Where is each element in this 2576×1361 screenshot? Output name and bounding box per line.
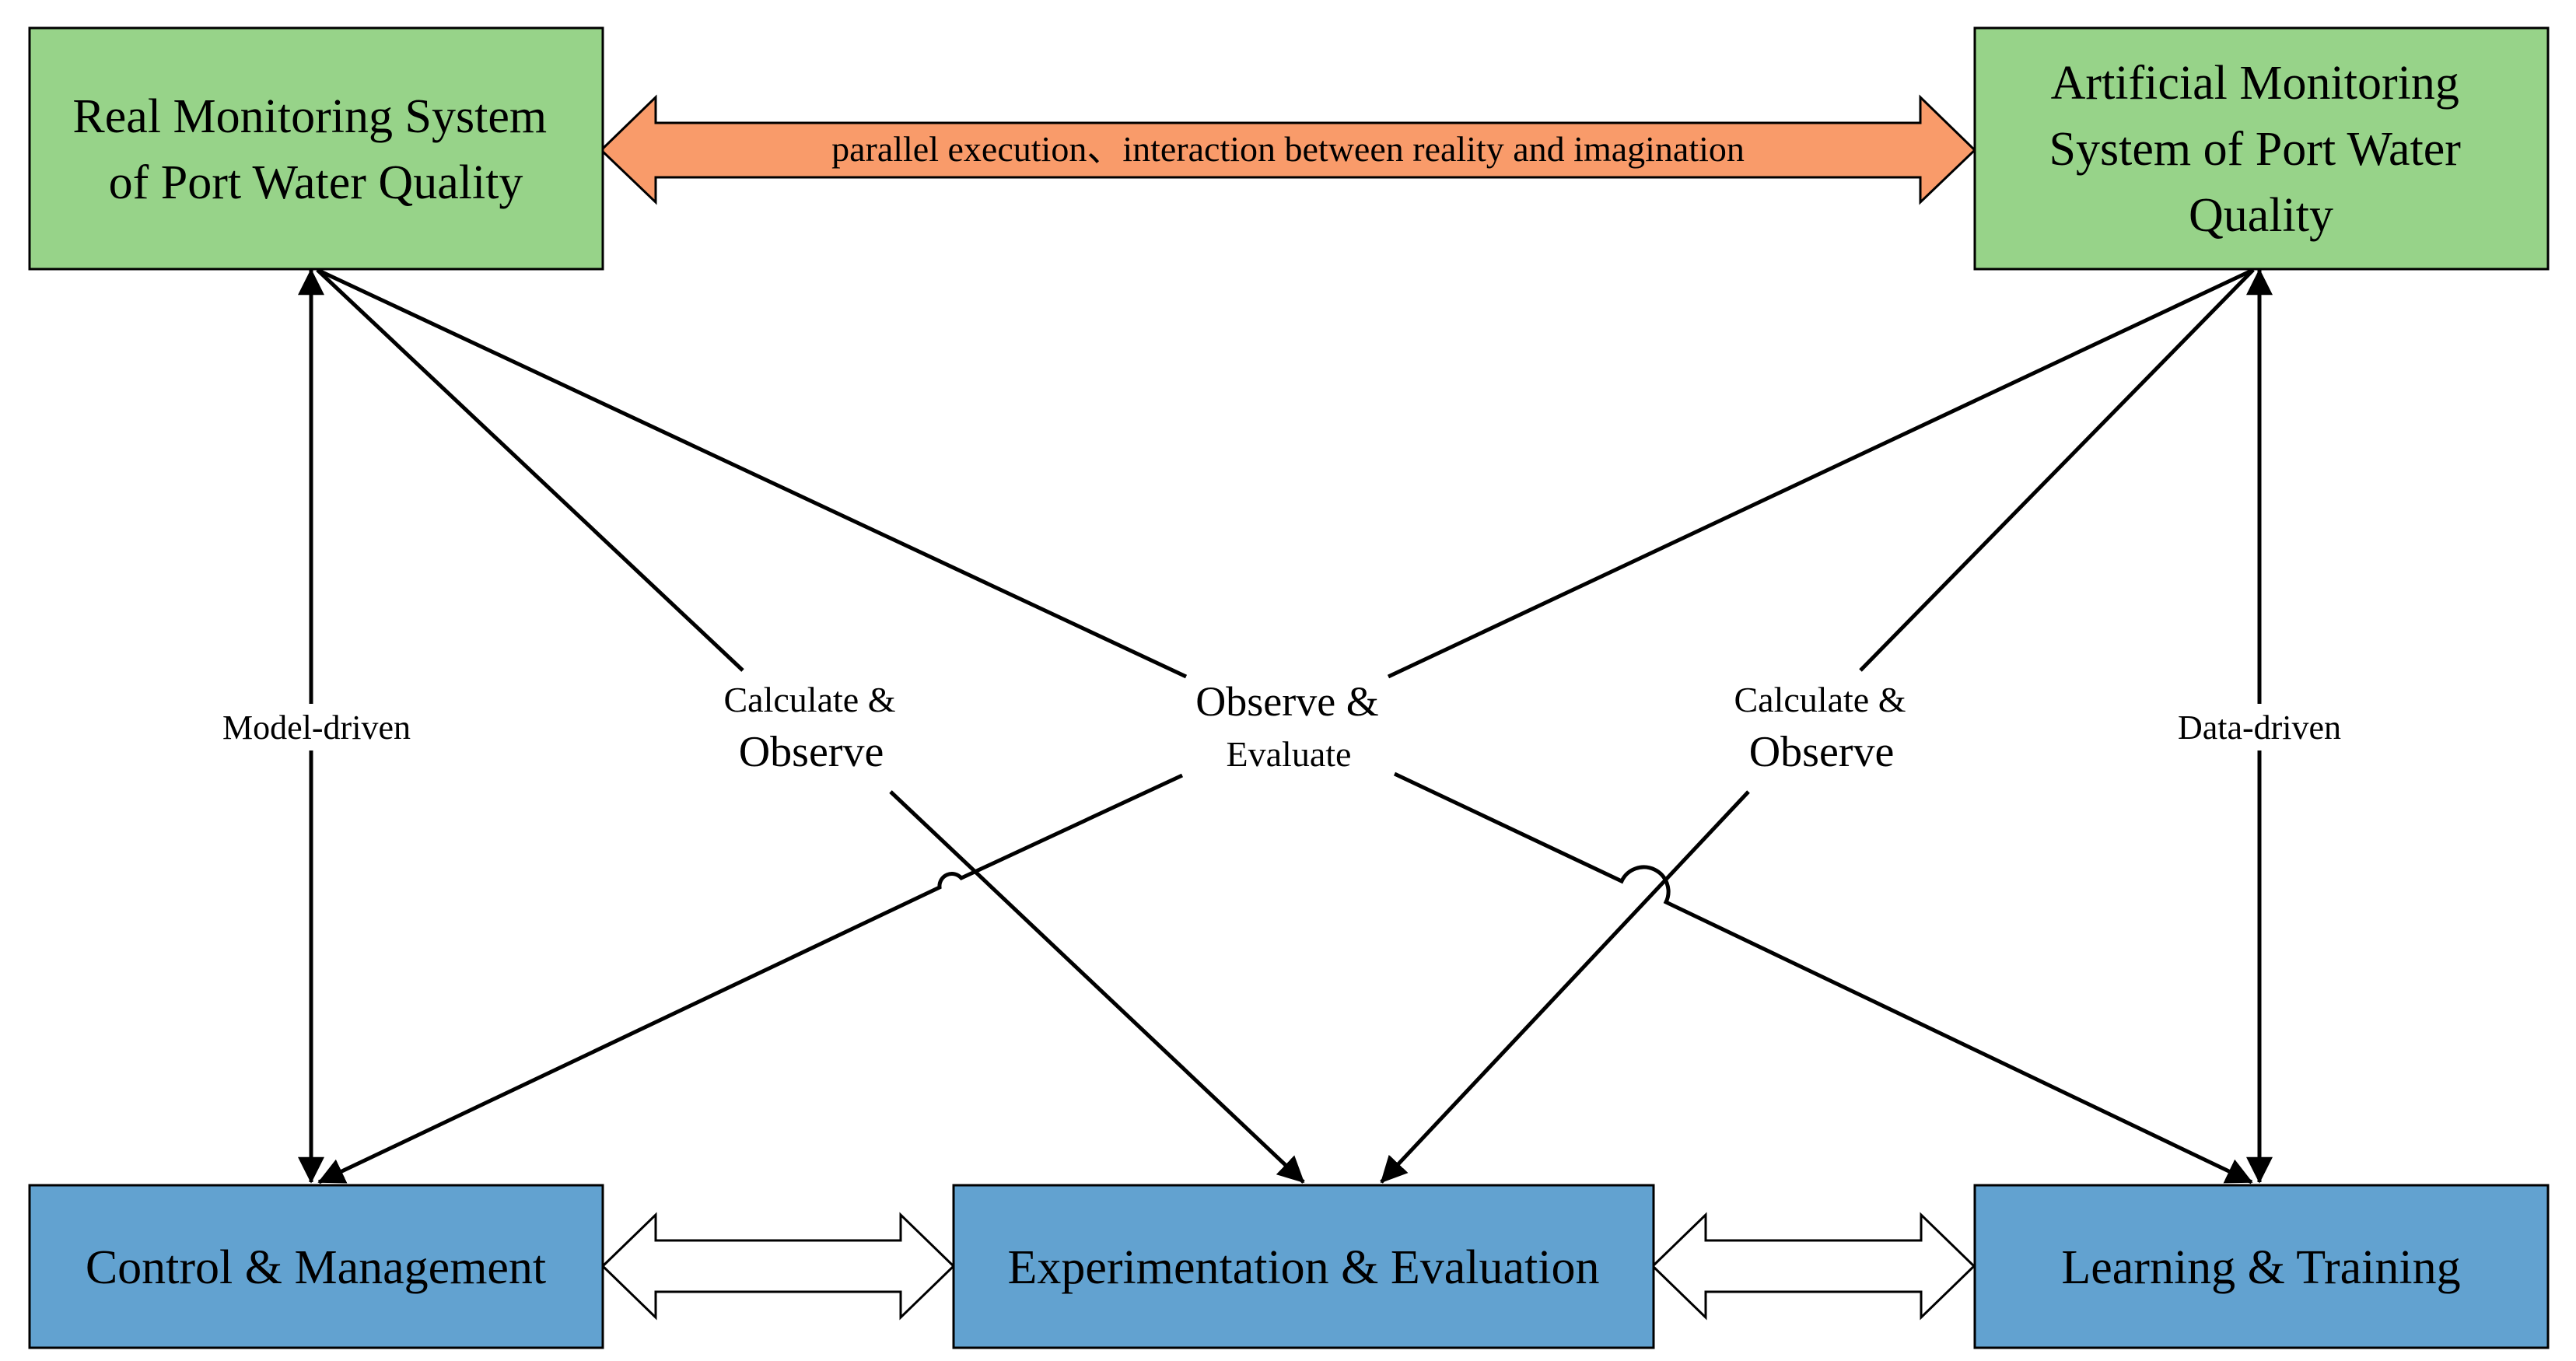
observe-label-1: Observe &	[1195, 678, 1378, 725]
observe-label-2: Evaluate	[1227, 734, 1352, 774]
svg-text:Calculate & Observe: Calculate & Observe	[724, 680, 899, 776]
control-experiment-arrow	[600, 1212, 956, 1321]
artificial-calc-line-upper	[1859, 268, 2255, 672]
parallel-execution-label: parallel execution、interaction between r…	[831, 129, 1745, 169]
real-monitoring-line-1: Real Monitoring System	[72, 90, 547, 143]
svg-text:Calculate & Observe: Calculate & Observe	[1734, 680, 1909, 776]
experimentation-evaluation-label: Experimentation & Evaluation	[1007, 1241, 1599, 1294]
artificial-monitoring-box: Artificial Monitoring System of Port Wat…	[1973, 26, 2550, 271]
learning-training-box: Learning & Training	[1973, 1184, 2550, 1349]
calc-left-label-2: Observe	[739, 728, 884, 776]
artificial-monitoring-line-1: Artificial Monitoring	[2051, 57, 2459, 110]
calc-left-label-1: Calculate &	[724, 680, 896, 719]
calc-right-label-2: Observe	[1749, 728, 1895, 776]
calc-right-label-1: Calculate &	[1734, 680, 1906, 719]
data-driven-label: Data-driven	[2178, 708, 2341, 747]
learning-training-label: Learning & Training	[2061, 1241, 2460, 1294]
model-driven-label: Model-driven	[222, 708, 411, 747]
experiment-learning-arrow	[1650, 1212, 1976, 1321]
svg-text:Artificial Monitoring Sy: Artificial Monitoring System of Port Wat…	[2049, 57, 2473, 242]
svg-text:Learning & Training: Learning & Training	[2061, 1241, 2460, 1294]
control-management-label: Control & Management	[86, 1241, 546, 1294]
real-calc-line-lower	[889, 790, 1305, 1184]
svg-text:Control & Management: Control & Management	[86, 1241, 546, 1294]
svg-text:Observe & Evaluate: Observe & Evaluate	[1195, 678, 1381, 774]
artificial-calc-line-lower	[1380, 790, 1750, 1184]
svg-text:Real Monitoring System o: Real Monitoring System of Port Water Qua…	[72, 90, 558, 209]
artificial-monitoring-line-3: Quality	[2189, 189, 2333, 242]
real-monitoring-line-2: of Port Water Quality	[109, 156, 523, 209]
real-calc-line-upper	[316, 268, 744, 672]
artificial-monitoring-line-2: System of Port Water	[2049, 123, 2462, 176]
artificial-observe-line-lower	[317, 773, 1184, 1184]
control-management-box: Control & Management	[28, 1184, 604, 1349]
real-monitoring-box: Real Monitoring System of Port Water Qua…	[28, 26, 604, 271]
svg-text:Experimentation & Evaluation: Experimentation & Evaluation	[1007, 1241, 1599, 1294]
artificial-observe-line-upper	[1387, 268, 2255, 679]
real-observe-line-lower	[1393, 771, 2253, 1184]
real-observe-line-upper	[316, 268, 1188, 679]
experimentation-evaluation-box: Experimentation & Evaluation	[952, 1184, 1655, 1349]
